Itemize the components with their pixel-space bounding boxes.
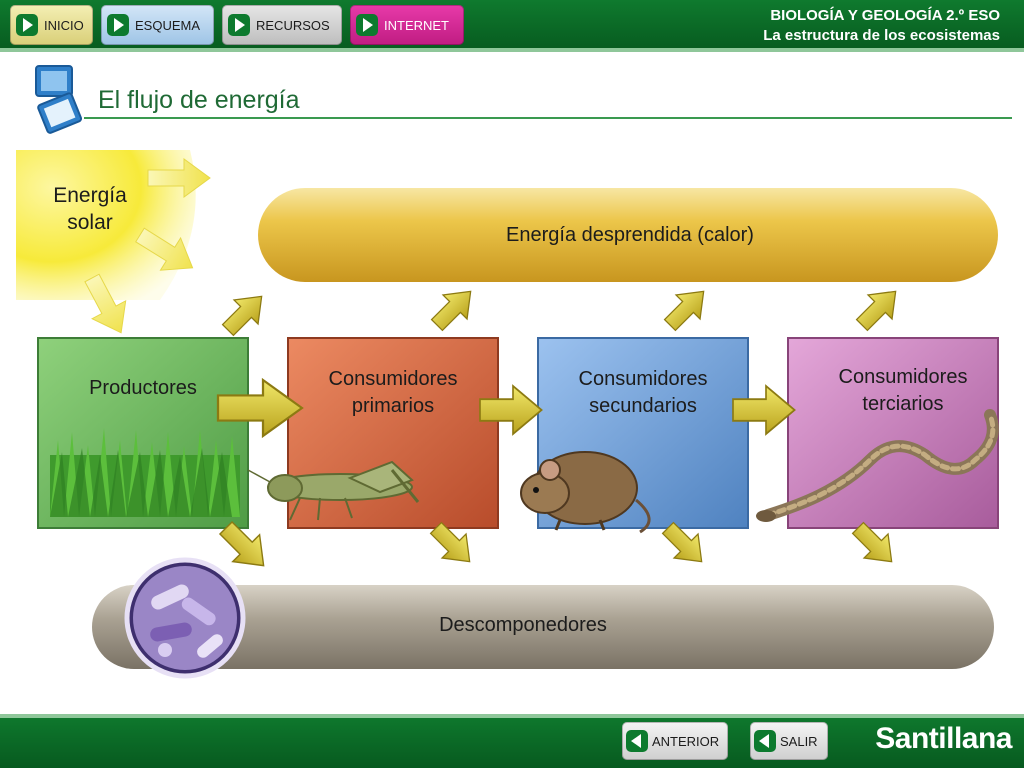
bottom-navigation-bar: ANTERIOR SALIR Santillana (0, 714, 1024, 768)
producers-label: Productores (89, 377, 197, 399)
recursos-label: RECURSOS (256, 17, 330, 33)
inicio-label: INICIO (44, 17, 84, 33)
inicio-button[interactable]: INICIO (10, 5, 93, 45)
tertiary-consumers-label-line2: terciarios (862, 393, 944, 415)
solar-energy-label-line2: solar (67, 211, 113, 234)
play-arrow-icon (16, 14, 38, 36)
solar-energy-label-line1: Energía (53, 184, 127, 207)
title-underline (84, 117, 1012, 119)
producers-box (37, 337, 249, 529)
grass-image (50, 428, 240, 517)
internet-button[interactable]: INTERNET (350, 5, 464, 45)
secondary-consumers-label: Consumidores secundarios (540, 366, 746, 420)
tertiary-consumers-label: Consumidores terciarios (790, 364, 1016, 418)
play-arrow-icon (228, 14, 250, 36)
santillana-logo: Santillana (875, 722, 1012, 755)
header-stripe (0, 48, 1024, 52)
mouse-image (520, 451, 651, 534)
heat-bar (258, 188, 998, 282)
back-arrow-icon (626, 730, 648, 752)
salir-button[interactable]: SALIR (750, 722, 828, 760)
heat-loss-arrows (215, 278, 909, 343)
anterior-button[interactable]: ANTERIOR (622, 722, 728, 760)
secondary-consumers-label-line2: secundarios (589, 395, 697, 417)
course-unit: La estructura de los ecosistemas (763, 27, 1000, 44)
salir-label: SALIR (780, 733, 818, 749)
anterior-label: ANTERIOR (652, 733, 720, 749)
solar-energy-label: Energía solar (40, 182, 140, 236)
back-arrow-icon (754, 730, 776, 752)
esquema-label: ESQUEMA (135, 17, 201, 33)
recursos-button[interactable]: RECURSOS (222, 5, 342, 45)
grasshopper-image (247, 460, 420, 521)
heat-label: Energía desprendida (calor) (506, 224, 754, 246)
secondary-consumers-label-line1: Consumidores (578, 368, 708, 390)
page-title: El flujo de energía (98, 86, 300, 114)
snake-image (756, 409, 999, 522)
top-navigation-bar: INICIO ESQUEMA RECURSOS INTERNET BIOLOGÍ… (0, 0, 1024, 52)
bacteria-image (124, 557, 246, 679)
internet-label: INTERNET (384, 17, 449, 33)
esquema-button[interactable]: ESQUEMA (101, 5, 214, 45)
slides-icon (35, 65, 83, 134)
tertiary-consumers-label-line1: Consumidores (838, 366, 968, 388)
course-title: BIOLOGÍA Y GEOLOGÍA 2.º ESO La estructur… (763, 6, 1000, 46)
decomposers-bar (92, 585, 994, 669)
sun-shape (16, 150, 196, 300)
course-subject: BIOLOGÍA Y GEOLOGÍA 2.º ESO (770, 7, 1000, 24)
primary-consumers-label-line2: primarios (351, 395, 435, 417)
primary-consumers-label-line1: Consumidores (328, 368, 458, 390)
play-arrow-icon (107, 14, 129, 36)
decomposers-label: Descomponedores (439, 614, 607, 636)
primary-consumers-label: Consumidores primarios (290, 366, 496, 420)
play-arrow-icon (356, 14, 378, 36)
footer-stripe (0, 714, 1024, 718)
